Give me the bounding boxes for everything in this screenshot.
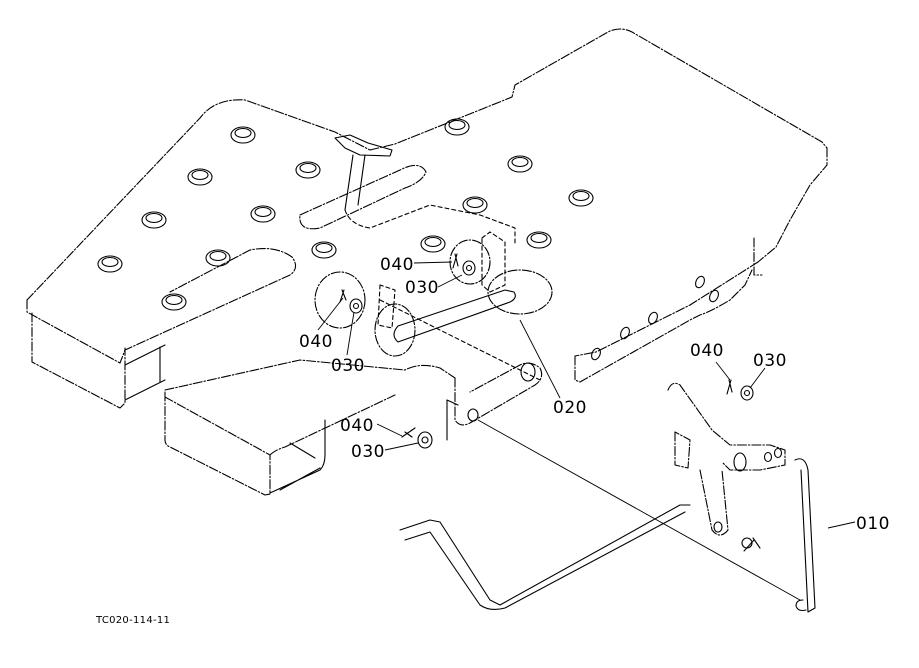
grommet bbox=[230, 126, 256, 144]
washer-030-d bbox=[740, 385, 754, 401]
hitch-box bbox=[164, 359, 543, 496]
callout-040: 040 bbox=[690, 341, 724, 361]
grommet bbox=[462, 196, 488, 214]
grommet bbox=[568, 189, 594, 207]
washer-030-b bbox=[462, 260, 476, 276]
grommet bbox=[526, 231, 552, 249]
cotter-pin-040-b bbox=[452, 253, 459, 269]
grommet bbox=[295, 161, 321, 179]
cotter-pin-040-c bbox=[401, 427, 416, 438]
callout-030: 030 bbox=[351, 442, 385, 462]
detail-circle bbox=[449, 239, 491, 285]
rod-010-assembly bbox=[399, 382, 816, 613]
callout-040: 040 bbox=[380, 255, 414, 275]
grommet bbox=[311, 241, 337, 259]
washer-030-a bbox=[349, 298, 363, 314]
drawing-reference-code: TC020-114-11 bbox=[95, 615, 170, 626]
washer-030-c bbox=[417, 431, 433, 449]
grommet bbox=[205, 249, 231, 267]
grommet bbox=[420, 235, 446, 253]
floor-plate bbox=[26, 28, 828, 409]
grommet bbox=[250, 205, 276, 223]
callout-040: 040 bbox=[299, 332, 333, 352]
callout-labels: 010 020 040 030 040 030 040 030 040 030 bbox=[299, 255, 890, 534]
callout-030: 030 bbox=[405, 278, 439, 298]
grommet bbox=[444, 118, 470, 136]
callout-030: 030 bbox=[331, 356, 365, 376]
leader-lines bbox=[317, 261, 856, 529]
grommet bbox=[97, 255, 123, 273]
grommet bbox=[507, 155, 533, 173]
callout-020: 020 bbox=[553, 398, 587, 418]
callout-010: 010 bbox=[856, 514, 890, 534]
rod-020 bbox=[374, 231, 553, 381]
detail-circle bbox=[314, 271, 366, 329]
grommet bbox=[141, 211, 167, 229]
callout-030: 030 bbox=[753, 351, 787, 371]
cotter-pin-040-a bbox=[339, 289, 347, 303]
cotter-pin-040-d bbox=[726, 379, 733, 395]
grommet bbox=[187, 168, 213, 186]
fasteners bbox=[314, 239, 754, 449]
callout-040: 040 bbox=[340, 416, 374, 436]
plate-grommets bbox=[97, 118, 594, 311]
grommet bbox=[161, 293, 187, 311]
